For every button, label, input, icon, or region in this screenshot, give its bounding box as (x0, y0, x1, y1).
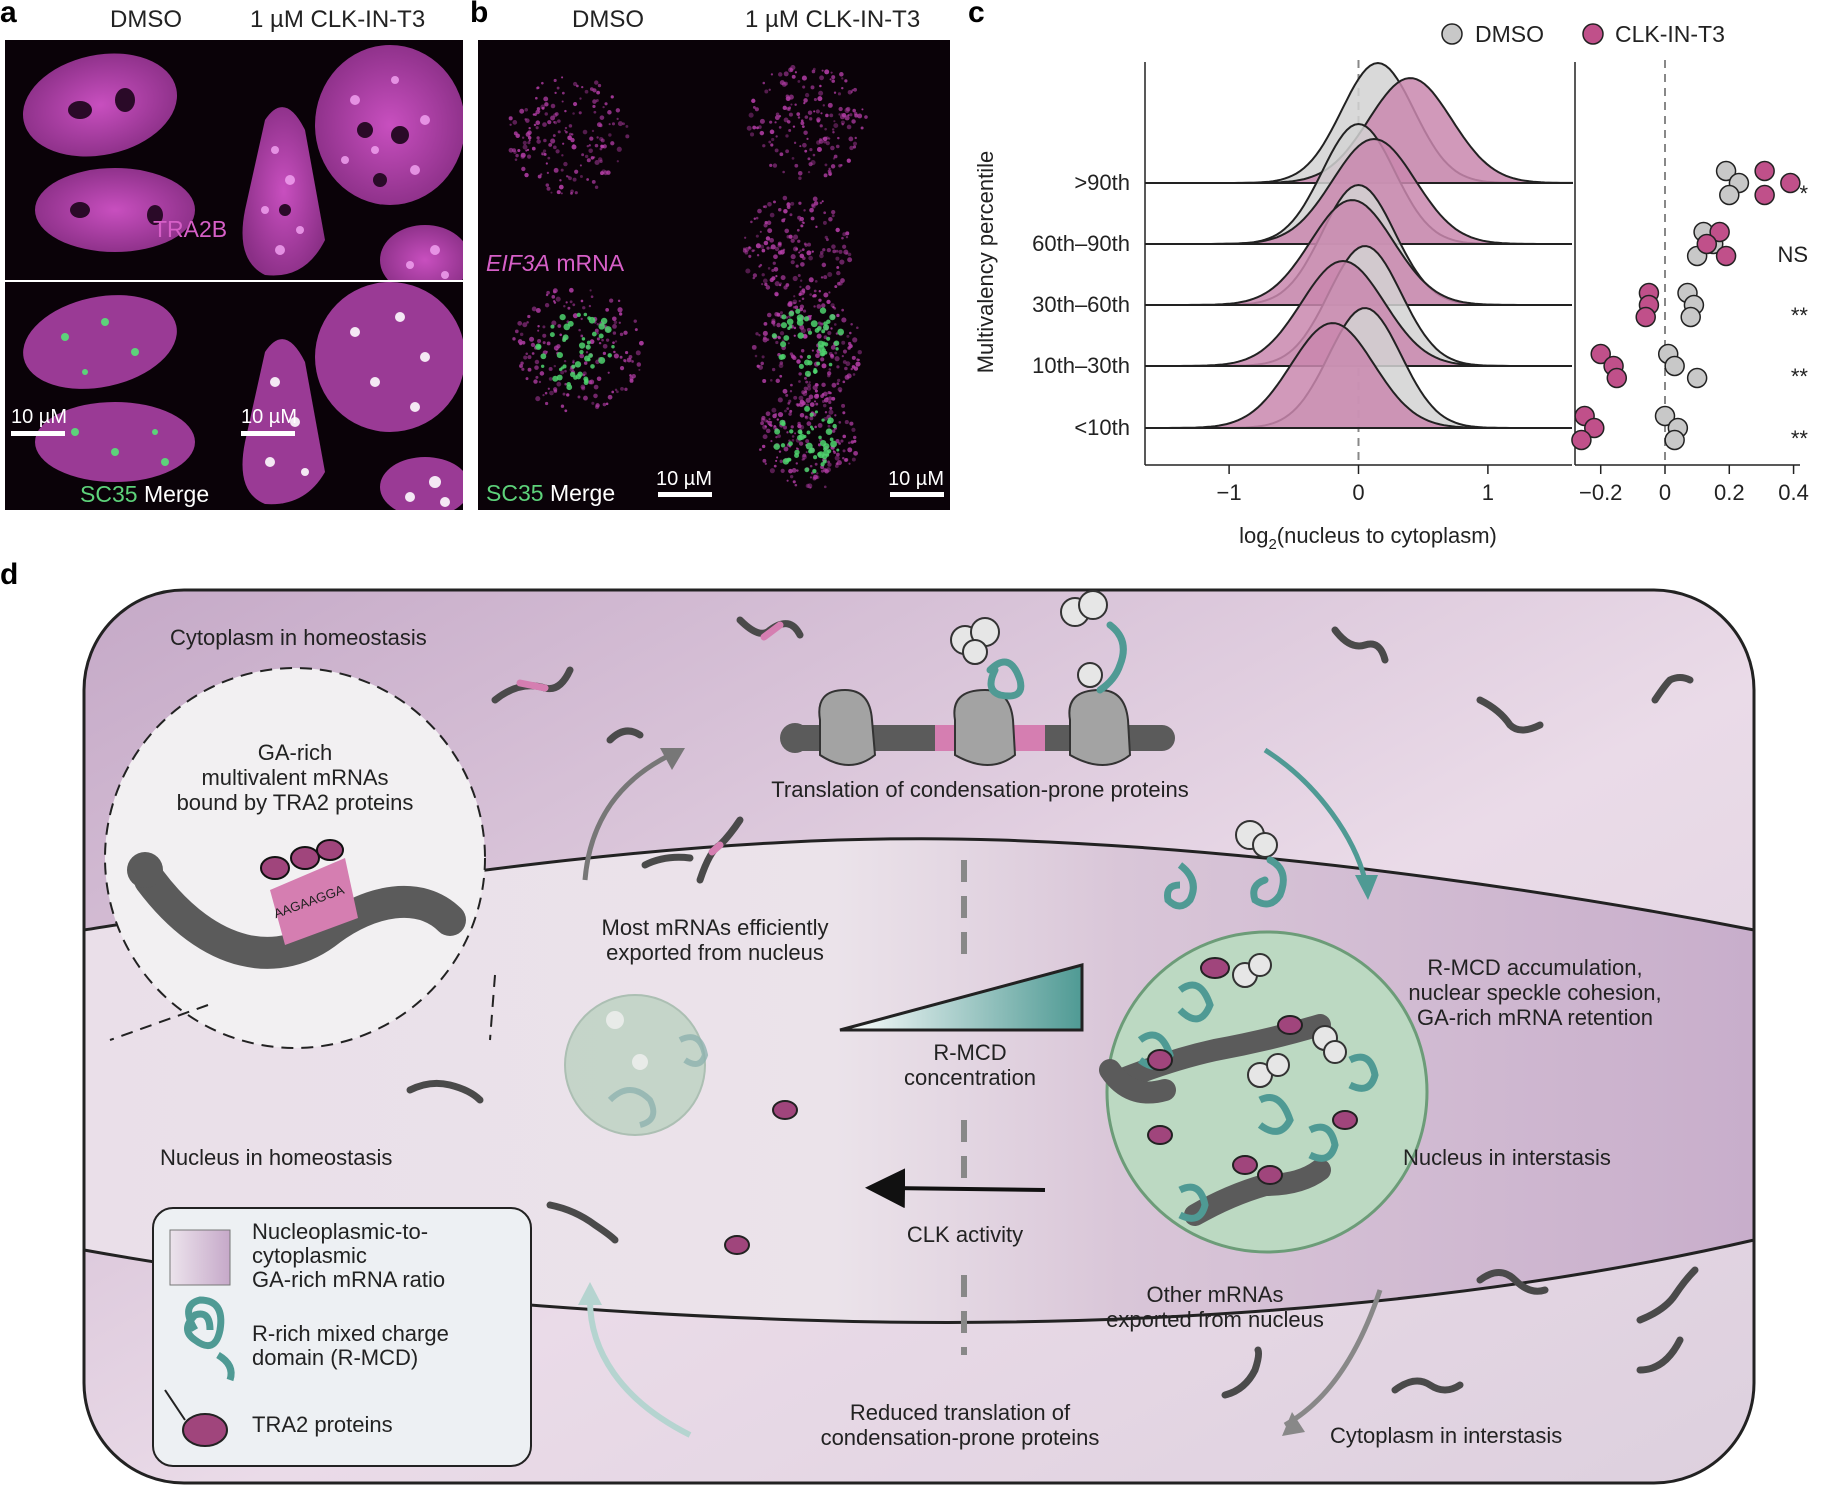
nuc-inter-label: Nucleus in interstasis (1403, 1145, 1611, 1170)
panel-a-col2: 1 µM CLK-IN-T3 (250, 6, 426, 33)
significance-label: NS (1777, 242, 1808, 267)
dot-clk (1584, 417, 1605, 439)
scalebar-b2 (890, 492, 944, 497)
legend-dmso-marker (1441, 23, 1463, 45)
panel-b-letter: b (470, 0, 489, 29)
dot-dmso (1654, 405, 1676, 427)
ridge-tick-label: −1 (1217, 480, 1242, 505)
dot-clk (1635, 306, 1656, 328)
scalebar-b2-label: 10 µM (888, 468, 944, 490)
dot-clk (1754, 160, 1775, 182)
dot-clk (1754, 184, 1775, 206)
dot-clk (1571, 429, 1592, 451)
panel-d-letter: d (0, 558, 19, 591)
panel-c-letter: c (968, 0, 985, 29)
dot-clk (1696, 233, 1718, 255)
dot-clk (1715, 245, 1737, 267)
category-label: >90th (1074, 170, 1130, 195)
dot-clk (1590, 343, 1611, 365)
panel-b-col2: 1 µM CLK-IN-T3 (745, 6, 921, 33)
nuc-home-label: Nucleus in homeostasis (160, 1145, 393, 1170)
cyto-inter-label: Cytoplasm in interstasis (1330, 1423, 1563, 1448)
dot-clk (1606, 367, 1628, 389)
dot-dmso (1664, 355, 1685, 377)
scalebar-a2-label: 10 µM (241, 406, 297, 428)
significance-label: ** (1791, 364, 1809, 389)
panel-c-chart: >90th 60th–90th 30th–60th 10th–30th <10th −1 0… (973, 21, 1809, 553)
dot-tick-label: 0.2 (1714, 480, 1745, 505)
dot-dmso (1686, 367, 1708, 389)
merge-label-b: SC35 Merge (486, 480, 616, 506)
translation-label: Translation of condensation-prone protei… (771, 777, 1189, 802)
scalebar-b1-label: 10 µM (656, 468, 712, 490)
panel-b-fish-image: EIF3A mRNA SC35 Merge 10 µM 10 µM (478, 40, 950, 510)
legend-clk-label: CLK-IN-T3 (1615, 21, 1725, 47)
dot-dmso (1664, 429, 1685, 451)
panel-a-col1: DMSO (110, 6, 182, 33)
ridge-clk-4 (1145, 322, 1572, 429)
dot-dmso (1680, 306, 1701, 328)
cyto-home-label: Cytoplasm in homeostasis (170, 625, 427, 650)
legend-tra2-label: TRA2 proteins (252, 1412, 393, 1437)
dot-dmso (1715, 160, 1737, 182)
clk-label: CLK activity (906, 1222, 1024, 1247)
dot-clk (1709, 221, 1730, 243)
significance-label: ** (1791, 303, 1809, 328)
category-label: 30th–60th (1032, 292, 1130, 317)
significance-label: * (1799, 181, 1808, 206)
panel-a-tra2b-image: TRA2B (5, 40, 463, 280)
panel-a-merge-image: 10 µM SC35 Merge 10 µM (5, 282, 463, 510)
y-axis-label: Multivalency percentile (973, 151, 998, 374)
category-label: 60th–90th (1032, 231, 1130, 256)
dot-tick-label: 0.4 (1778, 480, 1809, 505)
panel-b-col1: DMSO (572, 6, 644, 33)
category-label: <10th (1074, 415, 1130, 440)
dot-tick-label: 0 (1659, 480, 1671, 505)
other-export-label: Other mRNAs exported from nucleus (1106, 1282, 1324, 1332)
ridge-tick-label: 1 (1482, 480, 1494, 505)
export-label: Most mRNAs efficiently exported from nuc… (601, 915, 829, 965)
scalebar-a1 (11, 431, 65, 436)
legend-clk-marker (1582, 23, 1604, 45)
merge-label-a: SC35 Merge (80, 481, 210, 507)
legend-rmcd-label: R-rich mixed charge domain (R-MCD) (252, 1321, 449, 1370)
scalebar-a1-label: 10 µM (11, 406, 67, 428)
bubble-label: GA-rich multivalent mRNAs bound by TRA2 … (176, 740, 414, 815)
dot-clk (1780, 172, 1801, 194)
panel-a-letter: a (0, 0, 17, 29)
legend-dmso-label: DMSO (1475, 21, 1544, 47)
reduced-label: Reduced translation of condensation-pron… (820, 1400, 1100, 1450)
category-label: 10th–30th (1032, 353, 1130, 378)
tra2b-label: TRA2B (153, 216, 228, 242)
dot-dmso (1719, 184, 1740, 206)
scalebar-b1 (658, 492, 712, 497)
dot-tick-label: −0.2 (1579, 480, 1622, 505)
eif3a-label: EIF3A mRNA (486, 250, 625, 276)
significance-label: ** (1791, 426, 1809, 451)
rmcd-conc-label: R-MCD concentration (903, 1040, 1037, 1090)
ridge-tick-label: 0 (1352, 480, 1364, 505)
scalebar-a2 (241, 431, 295, 436)
legend-ratio-label: Nucleoplasmic-to- cytoplasmic GA-rich mR… (252, 1219, 446, 1292)
x-axis-label: log2(nucleus to cytoplasm) (1239, 523, 1497, 553)
rmcd-accum-label: R-MCD accumulation, nuclear speckle cohe… (1408, 955, 1662, 1030)
